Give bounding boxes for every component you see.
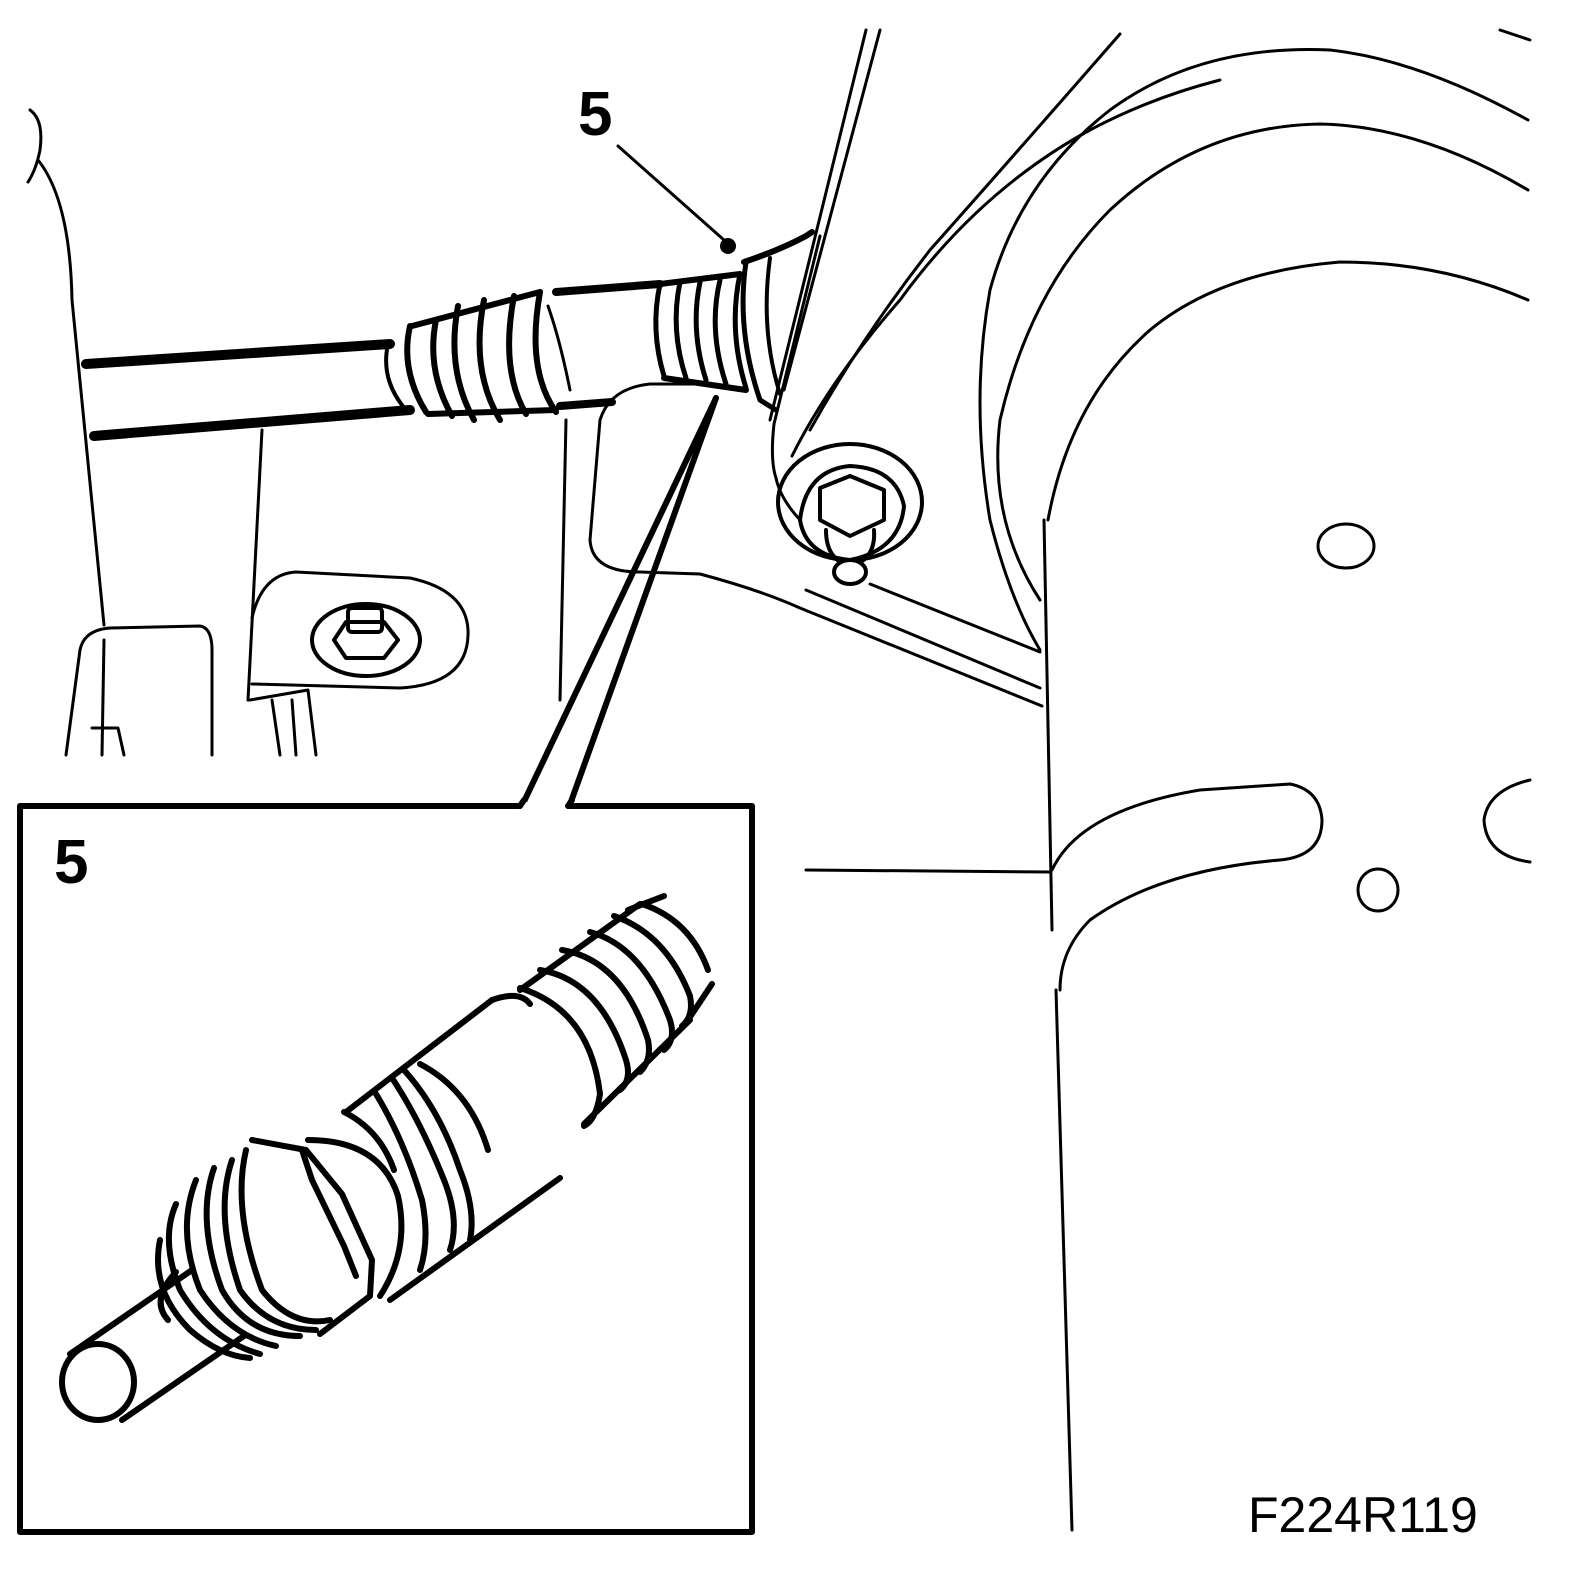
oxygen-sensor-detail <box>59 893 715 1423</box>
callout-label-inset: 5 <box>54 828 89 897</box>
sensor-cable-harness <box>81 229 815 441</box>
engine-housing <box>26 28 1532 1532</box>
housing-hole-lower <box>1356 867 1400 913</box>
leader-line-main <box>616 144 726 242</box>
mounting-nut-right <box>776 442 924 586</box>
housing-hole-upper <box>1316 522 1376 570</box>
callout-label-main: 5 <box>578 80 613 149</box>
inset-pointer <box>517 395 719 813</box>
figure-code: F224R119 <box>1248 1487 1478 1543</box>
leader-dot <box>720 238 736 254</box>
mounting-nut-left <box>310 602 422 678</box>
